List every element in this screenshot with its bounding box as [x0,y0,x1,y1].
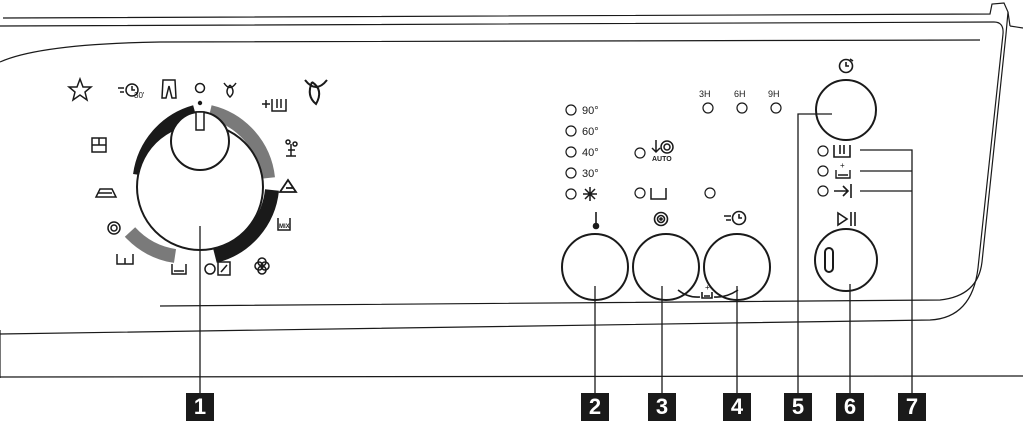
temp-label-90: 90° [582,105,599,117]
callout-4: 4 [723,393,751,421]
delay-label-9h: 9H [768,89,780,99]
delay-label-6h: 6H [734,89,746,99]
temp-led-60 [565,125,577,137]
off-icon [194,82,206,94]
soak-icon [171,264,187,275]
callout-2: 2 [581,393,609,421]
delay-button[interactable] [815,79,877,141]
flower-icon [254,257,270,275]
bracket-plus: + [705,283,710,292]
option-led-rinse [817,145,829,157]
iron-icon [94,188,118,198]
quick-clock-icon [724,210,747,226]
mix-icon [277,218,291,231]
dial-ring-segment-dark-right [213,189,279,263]
callout-6: 6 [836,393,864,421]
start-pause-led [824,247,834,273]
plus-rinse-icon [262,99,287,112]
delay-options: 3H 6H 9H [699,89,782,114]
callout-lines [199,113,913,396]
callout-1: 1 [186,393,214,421]
prewash-icon [835,170,851,179]
dial-mix-label: MIX [279,224,290,230]
star-icon [66,76,94,102]
spin-icon-dial [107,221,121,235]
spin-options: AUTO [634,140,716,200]
no-spin-icon [650,188,667,200]
jeans-icon [161,79,177,99]
spin-auto-label: AUTO [652,156,672,163]
temp-label-60: 60° [582,126,599,138]
callout-7: 7 [898,393,926,421]
drain-icon [116,254,134,265]
start-pause-button[interactable] [814,228,878,292]
start-pause-icon [837,211,856,227]
bio-icon [223,82,237,98]
temp-label-30: 30° [582,168,599,180]
temp-led-30 [565,167,577,179]
panel-outline [0,2,1023,378]
option-led-skip [817,185,829,197]
temp-label-40: 40° [582,147,599,159]
leader-line-5 [797,113,832,396]
callout-3: 3 [648,393,676,421]
extra-rinse-icon [833,145,851,158]
delay-clock-icon [838,58,854,74]
delay-led-6h [736,102,748,114]
prewash-plus: + [840,161,845,170]
spin-led-auto [634,147,646,159]
skip-icon [834,184,852,198]
curtain-icon [91,137,107,153]
delay-led-9h [770,102,782,114]
dial-pointer [195,111,205,131]
extra-options: + [817,145,852,198]
eco-bio-icon [304,79,328,106]
delay-led-3h [702,102,714,114]
quick-led [704,187,716,199]
dial-icons [66,76,328,276]
sport-shoes-icon [204,261,231,276]
callout-5: 5 [784,393,812,421]
temp-led-cold [565,188,577,200]
prewash-bracket-icon [677,289,739,299]
spin-icon [653,211,669,227]
button-icons [592,58,856,299]
delay-label-3h: 3H [699,89,711,99]
dial-ring-segment-gray-right [208,105,275,179]
option-led-prewash [817,165,829,177]
temperature-options: 90° 60° 40° 30° [565,104,599,201]
thermometer-icon [592,212,600,230]
wool-icon [285,139,298,157]
temp-led-40 [565,146,577,158]
dial-ring-segment-gray-bottom [124,227,177,263]
delicate-icon [278,178,298,193]
dial-time-label: 30' [134,91,145,100]
temp-led-90 [565,104,577,116]
leader-line-7 [860,149,913,396]
spin-led-no-spin [634,187,646,199]
spin-button[interactable] [632,233,700,301]
spin-auto-icon [651,140,674,154]
cold-icon [583,187,597,201]
quick-30-icon [118,83,139,97]
